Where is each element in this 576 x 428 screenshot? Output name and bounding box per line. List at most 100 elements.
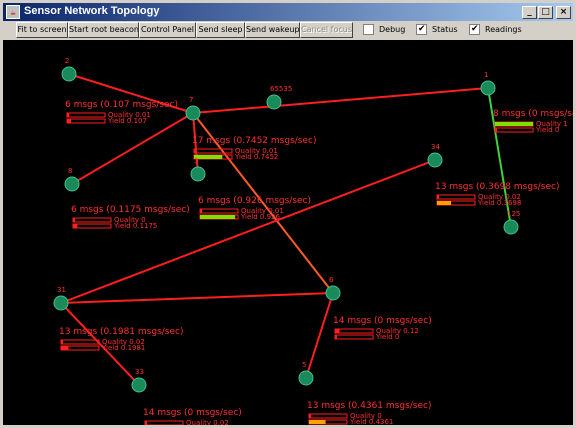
yield-label: Yield 0.3698 — [477, 199, 521, 207]
yield-bar-fill — [67, 119, 72, 123]
node-marker[interactable] — [503, 219, 519, 235]
node-stats-text: 6 msgs (0.107 msgs/sec) — [65, 100, 178, 110]
toolbar: Fit to screen Start root beacon Control … — [3, 22, 573, 38]
minimize-button[interactable]: _ — [522, 6, 537, 19]
yield-label: Yield 0 — [375, 333, 399, 341]
debug-checkbox-box[interactable] — [363, 24, 374, 35]
quality-bar-fill — [309, 414, 311, 418]
link-1-125 — [487, 87, 512, 228]
quality-label: Quality 1 — [536, 120, 568, 128]
java-cup-icon[interactable]: ☕ — [6, 5, 20, 19]
node-3[interactable]: 36 msgs (0.926 msgs/sec)Quality 0.01Yiel… — [190, 157, 311, 221]
node-marker[interactable] — [480, 80, 496, 96]
link-7-1 — [192, 87, 489, 114]
node-stats-text: 8 msgs (0 msgs/sec) — [493, 109, 573, 119]
node-stats-text: 13 msgs (0.3698 msgs/sec) — [435, 182, 559, 192]
yield-bar-fill — [73, 224, 78, 228]
yield-bar-frame — [494, 127, 534, 133]
quality-bar-fill — [145, 421, 147, 425]
fit-to-screen-button[interactable]: Fit to screen — [16, 22, 68, 38]
quality-bar-frame — [144, 420, 184, 425]
yield-label: Yield 0.1175 — [113, 222, 157, 230]
node-5[interactable]: 513 msgs (0.4361 msgs/sec)Quality 0Yield… — [298, 361, 431, 425]
yield-label: Yield 0.7452 — [234, 153, 278, 161]
quality-bar-fill — [61, 340, 63, 344]
readings-checkbox[interactable]: Readings — [469, 23, 529, 37]
node-2[interactable]: 26 msgs (0.107 msgs/sec)Quality 0.01Yiel… — [61, 57, 178, 125]
node-stats-text: 14 msgs (0 msgs/sec) — [333, 316, 432, 326]
window-title: Sensor Network Topology — [24, 5, 160, 17]
node-stats-text: 6 msgs (0.926 msgs/sec) — [198, 196, 311, 206]
link-8-7 — [71, 112, 194, 185]
yield-label: Yield 0.107 — [107, 117, 147, 125]
cancel-focus-button: Cancel focus — [300, 22, 353, 38]
node-marker[interactable] — [325, 285, 341, 301]
quality-bar-fill — [495, 122, 533, 126]
start-root-beacon-button[interactable]: Start root beacon — [68, 22, 139, 38]
node-marker[interactable] — [427, 152, 443, 168]
status-checkbox-box[interactable] — [416, 23, 427, 35]
node-id-label: 65535 — [270, 85, 292, 93]
quality-bar-frame — [334, 328, 374, 334]
title-bar[interactable]: ☕ Sensor Network Topology _ □ × — [3, 3, 573, 21]
node-marker[interactable] — [185, 105, 201, 121]
node-stats-text: 13 msgs (0.1981 msgs/sec) — [59, 327, 183, 337]
status-checkbox[interactable]: Status — [416, 23, 466, 37]
node-id-label: 7 — [189, 96, 193, 104]
node-stats-text: 17 msgs (0.7452 msgs/sec) — [192, 136, 316, 146]
node-marker[interactable] — [298, 370, 314, 386]
quality-label: Quality 0.02 — [102, 338, 145, 346]
node-marker[interactable] — [266, 94, 282, 110]
yield-label: Yield 0.926 — [240, 213, 280, 221]
yield-bar-fill — [309, 420, 326, 424]
quality-label: Quality 0 — [114, 216, 146, 224]
quality-bar-frame — [436, 194, 476, 200]
node-marker[interactable] — [190, 166, 206, 182]
quality-bar-frame — [66, 112, 106, 118]
node-marker[interactable] — [53, 295, 69, 311]
yield-bar-fill — [495, 128, 497, 132]
quality-label: Quality 0.02 — [186, 419, 229, 425]
quality-bar-frame — [72, 217, 112, 223]
readings-checkbox-label: Readings — [485, 25, 522, 34]
debug-checkbox[interactable]: Debug — [363, 24, 413, 37]
maximize-button[interactable]: □ — [538, 6, 553, 19]
node-7[interactable]: 717 msgs (0.7452 msgs/sec)Quality 0.01Yi… — [185, 96, 316, 161]
node-marker[interactable] — [131, 377, 147, 393]
yield-bar-fill — [200, 215, 236, 219]
readings-checkbox-box[interactable] — [469, 23, 480, 35]
node-id-label: 6 — [329, 276, 334, 284]
node-marker[interactable] — [61, 66, 77, 82]
quality-bar-frame — [199, 208, 239, 214]
node-stats-text: 14 msgs (0 msgs/sec) — [143, 408, 242, 418]
control-panel-button[interactable]: Control Panel — [139, 22, 196, 38]
quality-label: Quality 0.12 — [376, 327, 419, 335]
node-id-label: 1 — [484, 71, 488, 79]
node-8[interactable]: 86 msgs (0.1175 msgs/sec)Quality 0Yield … — [64, 167, 190, 230]
node-marker[interactable] — [64, 176, 80, 192]
node-stats-text: 6 msgs (0.1175 msgs/sec) — [71, 205, 190, 215]
send-sleep-button[interactable]: Send sleep — [196, 22, 245, 38]
send-wakeup-button[interactable]: Send wakeup — [245, 22, 300, 38]
yield-label: Yield 0 — [535, 126, 559, 134]
yield-bar-fill — [61, 346, 69, 350]
node-id-label: 2 — [65, 57, 69, 65]
quality-bar-fill — [73, 218, 75, 222]
yield-label: Yield 0.4361 — [349, 418, 393, 425]
link-31-33 — [60, 302, 140, 386]
node-id-label: 3 — [194, 157, 198, 165]
quality-bar-fill — [437, 195, 439, 199]
yield-bar-frame — [66, 118, 106, 124]
close-button[interactable]: × — [556, 6, 571, 19]
quality-label: Quality 0 — [350, 412, 382, 420]
topology-graph[interactable]: 26 msgs (0.107 msgs/sec)Quality 0.01Yiel… — [3, 40, 573, 425]
node-65535[interactable]: 65535 — [266, 85, 292, 110]
quality-bar-fill — [200, 209, 202, 213]
node-125[interactable]: 125 — [503, 210, 520, 235]
